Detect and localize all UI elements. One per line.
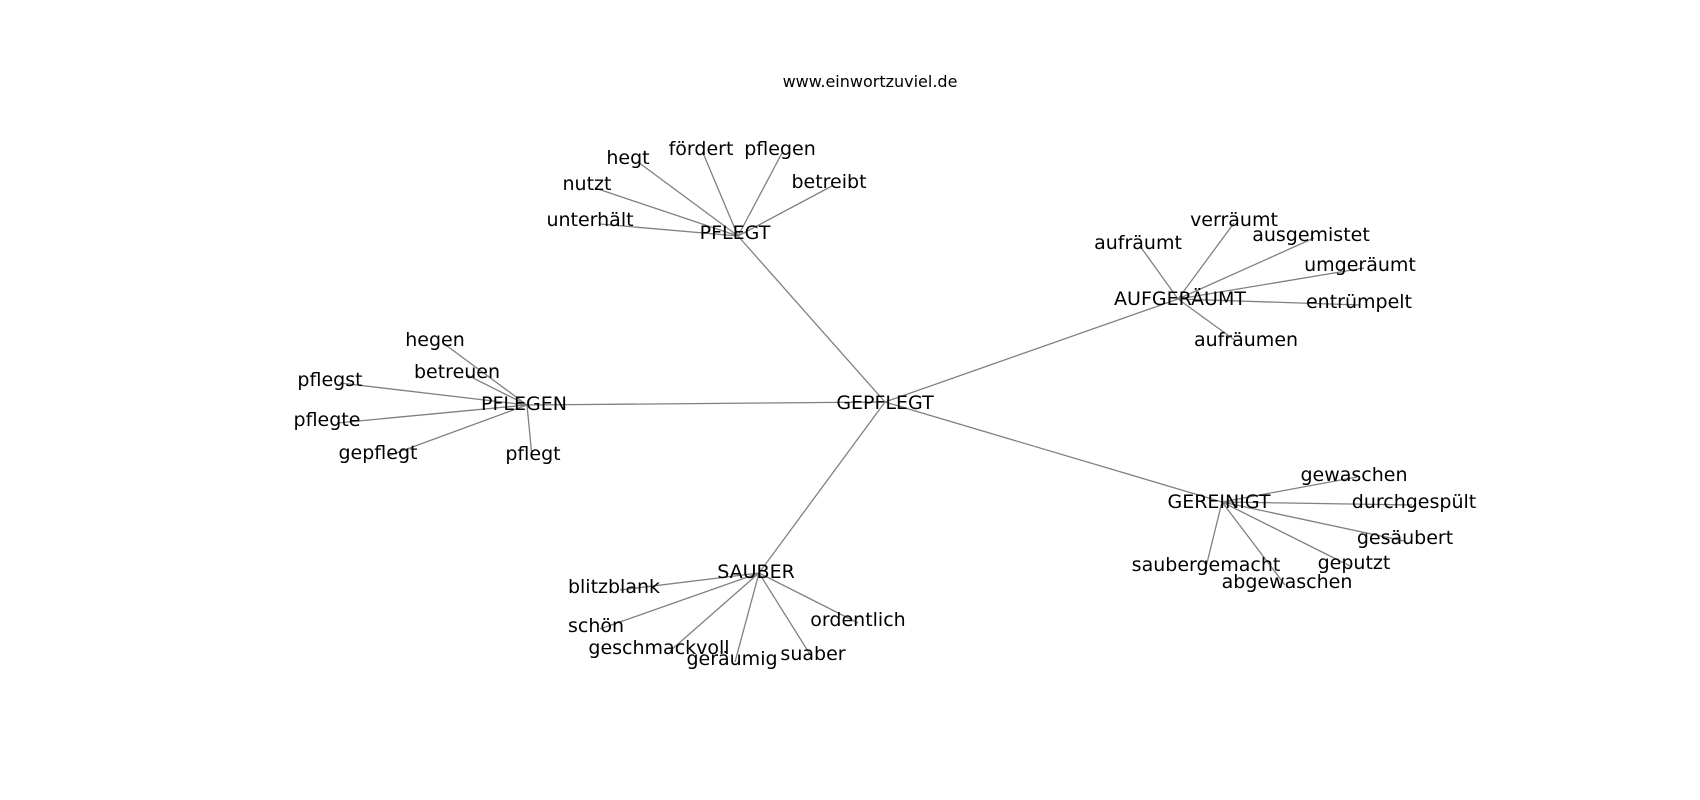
hub-leaf-edge <box>1221 501 1286 586</box>
hub-leaf-edge <box>702 152 739 237</box>
leaf-node: unterhält <box>546 209 633 231</box>
hub-leaf-edge <box>387 404 528 457</box>
leaf-node: fördert <box>669 138 734 160</box>
hub-leaf-edge <box>758 572 812 657</box>
hub-leaf-edge <box>637 161 739 237</box>
leaf-node: schön <box>568 615 624 637</box>
hub-leaf-edge <box>1221 501 1405 542</box>
leaf-node: ordentlich <box>810 609 905 631</box>
hub-leaf-edge <box>339 382 528 406</box>
leaf-node: geschmackvoll <box>588 637 729 659</box>
hub-leaf-edge <box>737 152 783 237</box>
hub-leaf-edge <box>1177 298 1361 306</box>
leaf-node: hegt <box>606 147 649 169</box>
hub-leaf-edge <box>1221 501 1413 506</box>
hub-leaf-edge <box>1177 222 1235 300</box>
hub-leaf-edge <box>1177 298 1237 342</box>
leaf-node: hegen <box>405 329 465 351</box>
center-hub-edge <box>884 298 1179 403</box>
leaf-node: blitzblank <box>568 576 660 598</box>
hub-leaf-edge <box>336 404 528 424</box>
leaf-node: geputzt <box>1318 552 1391 574</box>
hub-leaf-edge <box>599 223 739 237</box>
center-hub-edge <box>758 401 886 574</box>
leaf-node: entrümpelt <box>1306 291 1412 313</box>
leaf-node: pflegen <box>744 138 816 160</box>
hub-node: SAUBER <box>717 561 795 583</box>
hub-leaf-edge <box>1221 476 1358 503</box>
hub-leaf-edge <box>619 572 760 591</box>
hub-leaf-edge <box>669 572 760 652</box>
center-hub-edge <box>884 401 1223 503</box>
leaf-node: gepflegt <box>339 442 418 464</box>
leaf-node: durchgespült <box>1352 491 1476 513</box>
center-node: GEPFLEGT <box>836 392 934 414</box>
hub-leaf-edge <box>599 572 760 630</box>
hub-node: PFLEGT <box>700 222 771 244</box>
leaf-node: aufräumen <box>1194 329 1298 351</box>
labels-layer: GEPFLEGT PFLEGT unterhält nutzt hegt fördert p… <box>294 138 1477 670</box>
leaf-node: pflegt <box>505 443 560 465</box>
leaf-node: gewaschen <box>1300 464 1407 486</box>
leaf-node: geräumig <box>686 648 777 670</box>
hub-leaf-edge <box>734 572 760 663</box>
leaf-node: saubergemacht <box>1132 554 1281 576</box>
hub-leaf-edge <box>594 187 739 237</box>
hub-leaf-edge <box>466 374 528 406</box>
hub-leaf-edge <box>442 342 528 406</box>
leaf-node: ausgemistet <box>1252 224 1370 246</box>
hub-leaf-edge <box>1177 237 1315 300</box>
center-hub-edge <box>737 235 886 403</box>
hub-node: AUFGERÄUMT <box>1114 287 1246 310</box>
leaf-node: abgewaschen <box>1222 571 1353 593</box>
leaf-node: suaber <box>780 643 845 665</box>
leaf-node: verräumt <box>1190 209 1278 231</box>
hub-leaf-edge <box>526 404 533 458</box>
leaf-node: betreuen <box>414 361 500 383</box>
leaf-node: aufräumt <box>1094 232 1182 254</box>
site-credit: www.einwortzuviel.de <box>783 72 958 91</box>
center-hub-edge <box>526 401 886 406</box>
hub-leaf-edge <box>758 572 859 624</box>
hub-leaf-edge <box>1139 245 1179 300</box>
hub-leaf-edge <box>1221 501 1351 567</box>
edges-layer <box>336 152 1413 663</box>
hub-leaf-edge <box>737 185 833 237</box>
leaf-node: betreibt <box>791 171 866 193</box>
hub-leaf-edge <box>1205 501 1223 568</box>
hub-node: PFLEGEN <box>481 393 567 415</box>
leaf-node: nutzt <box>563 173 612 195</box>
leaf-node: umgeräumt <box>1304 254 1416 276</box>
leaf-node: pflegst <box>297 369 362 391</box>
leaf-node: pflegte <box>294 409 361 431</box>
hub-leaf-edge <box>1177 267 1365 300</box>
leaf-node: gesäubert <box>1357 527 1453 549</box>
hub-node: GEREINIGT <box>1167 491 1270 513</box>
